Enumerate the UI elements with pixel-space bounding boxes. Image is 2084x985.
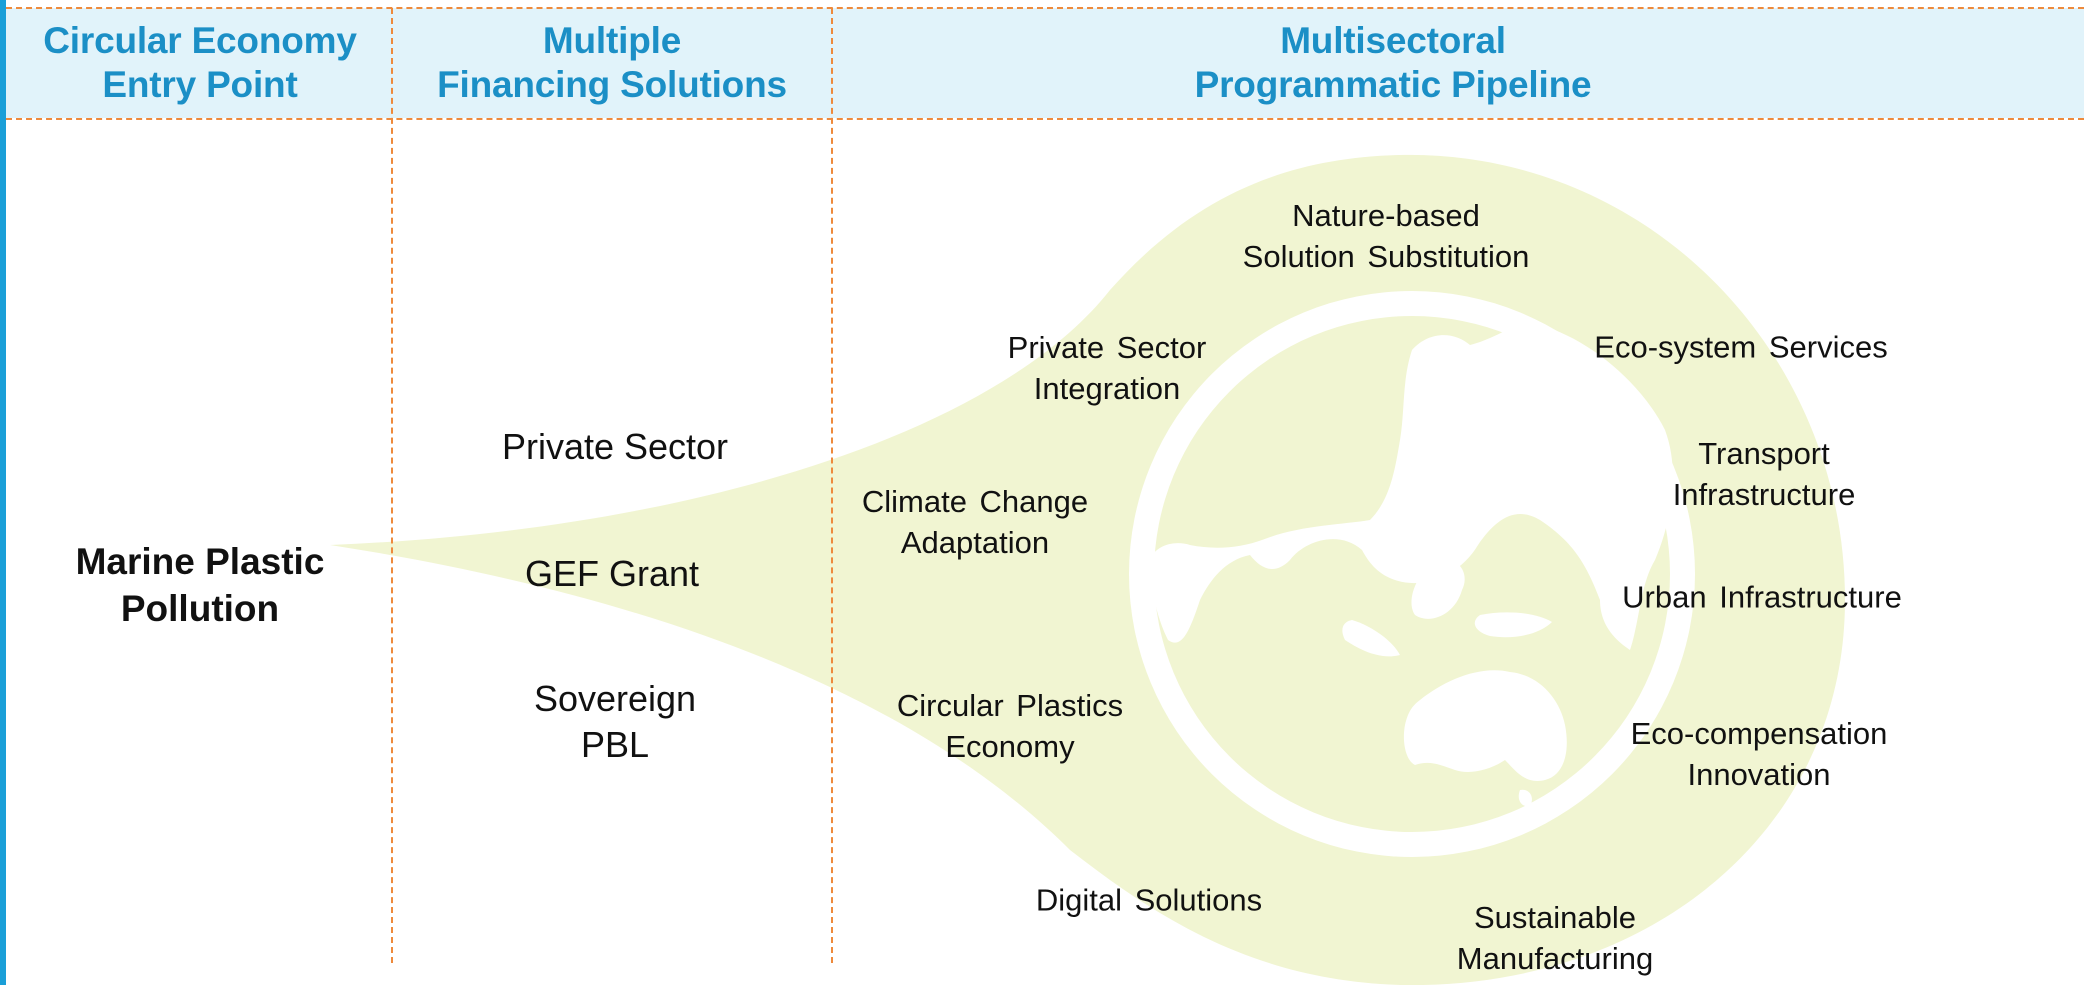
entry-point-label: Marine Plastic Pollution — [75, 541, 325, 629]
column-divider-1 — [391, 8, 393, 963]
pipeline-digital-solutions: Digital Solutions — [1035, 882, 1263, 918]
header-entry-point: Circular Economy Entry Point — [43, 20, 357, 105]
left-accent-bar — [0, 0, 6, 985]
pipeline-climate-change-adaptation: Climate Change Adaptation — [861, 484, 1089, 560]
financing-private-sector: Private Sector — [501, 426, 729, 467]
pipeline-transport-infrastructure: Transport Infrastructure — [1672, 436, 1856, 512]
pipeline-nature-based-solution: Nature-based Solution Substitution — [1242, 198, 1530, 274]
pipeline-sustainable-manufacturing: Sustainable Manufacturing — [1456, 900, 1654, 976]
pipeline-urban-infrastructure: Urban Infrastructure — [1622, 579, 1902, 615]
header-financing: Multiple Financing Solutions — [437, 20, 787, 105]
header-top-divider — [6, 7, 2084, 9]
financing-sovereign-pbl: Sovereign PBL — [533, 678, 697, 765]
globe-icon — [1129, 291, 1695, 857]
pipeline-private-sector-integration: Private Sector Integration — [1007, 330, 1207, 406]
pipeline-eco-system-services: Eco-system Services — [1594, 329, 1888, 365]
pipeline-eco-compensation-innovation: Eco-compensation Innovation — [1630, 716, 1888, 792]
pipeline-circular-plastics-economy: Circular Plastics Economy — [896, 688, 1124, 764]
header-bottom-divider — [6, 118, 2084, 120]
financing-gef-grant: GEF Grant — [524, 553, 700, 594]
header-band — [6, 8, 2084, 118]
column-divider-2 — [831, 8, 833, 963]
header-pipeline: Multisectoral Programmatic Pipeline — [1194, 20, 1592, 105]
